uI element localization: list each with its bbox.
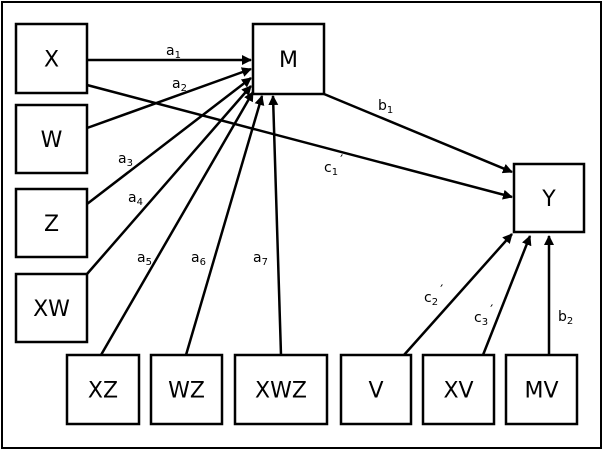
node-box [233,353,329,426]
labels-layer: a1 a2 a3 a4 a5 a6 a7 b1 c1′ c2′ c3′ b2 [118,43,573,328]
edge-m-to-y [323,92,513,174]
node-label: XZ [88,379,118,404]
edge-xv-to-y [481,235,532,356]
node-label: Z [44,212,59,237]
node-xv: XV [421,353,496,426]
edges-layer [86,55,554,356]
edge-label-a6: a6 [191,250,206,268]
node-label: M [279,48,298,73]
node-box [421,353,496,426]
node-label: XV [443,379,473,404]
node-y: Y [512,162,586,234]
edge-label-a5: a5 [137,250,152,268]
node-v: V [339,353,413,426]
edge-label-c3-prime: c3′ [474,303,493,328]
edge-z-to-m [86,77,252,205]
node-w: W [14,103,89,175]
node-label: X [44,48,59,73]
edge-v-to-y [403,233,513,356]
node-label: W [41,128,63,153]
edge-xz-to-m [99,91,255,356]
node-box [14,22,89,95]
node-label: V [368,379,383,404]
node-box [504,353,579,426]
node-label: MV [524,379,558,404]
edge-xwz-to-m [268,95,283,356]
node-box [251,22,326,96]
edge-wz-to-m [184,95,265,356]
node-box [512,162,586,234]
edge-label-a3: a3 [118,151,133,169]
edge-label-c2-prime: c2′ [424,283,443,308]
node-xwz: XWZ [233,353,329,426]
node-label: XW [33,297,70,322]
node-xw: XW [14,272,89,344]
node-mv: MV [504,353,579,426]
edge-label-a1: a1 [166,43,181,61]
edge-label-b2: b2 [558,309,573,327]
node-xz: XZ [65,353,141,426]
node-box [65,353,141,426]
edge-label-b1: b1 [378,98,393,116]
node-label: Y [541,187,556,212]
node-box [14,187,89,259]
edge-w-to-m [86,67,252,130]
node-label: WZ [168,379,205,404]
node-box [14,272,89,344]
edge-label-a4: a4 [128,190,143,208]
node-label: XWZ [255,379,307,404]
node-box [339,353,413,426]
edge-label-c1-prime: c1′ [324,153,343,178]
node-m: M [251,22,326,96]
node-z: Z [14,187,89,259]
edge-x-to-y [86,83,513,200]
edge-label-a7: a7 [253,250,268,268]
edge-label-a2: a2 [172,76,187,94]
node-box [149,353,224,426]
node-box [14,103,89,175]
node-x: X [14,22,89,95]
node-wz: WZ [149,353,224,426]
edge-xw-to-m [86,85,252,275]
